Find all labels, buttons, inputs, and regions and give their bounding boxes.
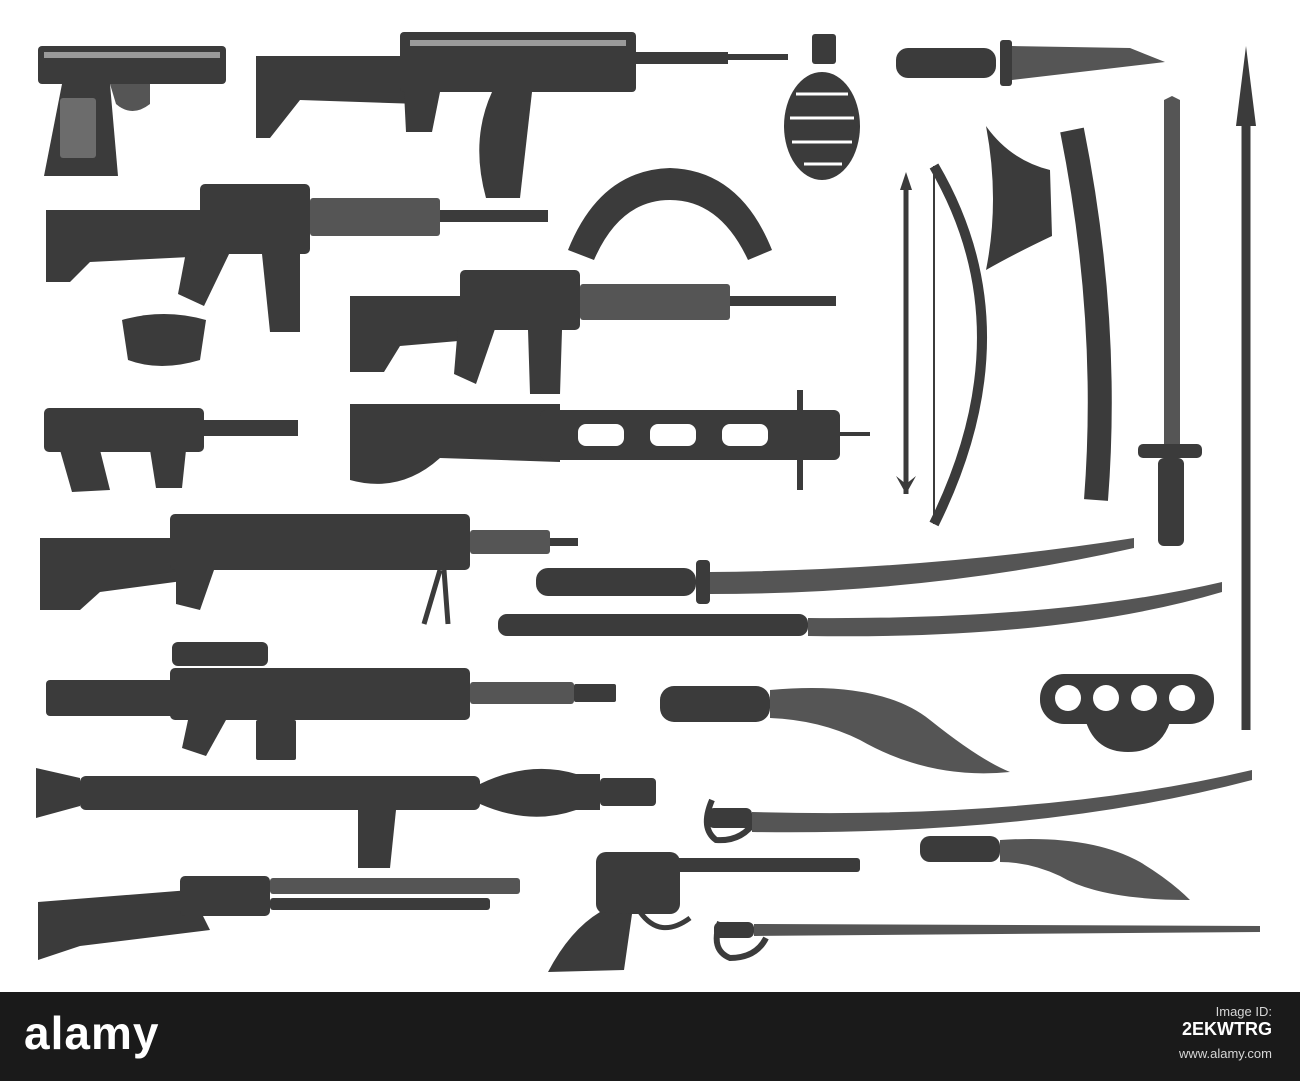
scabbard-sword-icon bbox=[498, 582, 1222, 637]
axe-icon bbox=[986, 126, 1112, 501]
grenade-icon bbox=[784, 34, 860, 180]
image-id-label: Image ID: bbox=[1215, 1004, 1272, 1019]
paintball-gun-icon bbox=[44, 314, 298, 492]
sniper-rifle-icon bbox=[46, 642, 616, 760]
revolver-icon bbox=[548, 852, 860, 972]
rapier-icon bbox=[713, 920, 1260, 962]
spear-icon bbox=[1236, 46, 1256, 730]
assault-rifle-icon bbox=[256, 32, 788, 198]
arrow-icon bbox=[896, 172, 916, 494]
crossbow-icon bbox=[350, 390, 870, 490]
site-url: www.alamy.com bbox=[1179, 1046, 1272, 1061]
stock-meta: Image ID: 2EKWTRG www.alamy.com bbox=[1179, 1004, 1272, 1061]
sword-icon bbox=[1138, 96, 1202, 546]
katana-icon bbox=[536, 538, 1134, 604]
brass-knuckles-icon bbox=[1040, 674, 1214, 752]
shotgun-icon bbox=[38, 876, 520, 960]
machine-gun-icon bbox=[40, 514, 578, 625]
rifle-icon bbox=[350, 270, 836, 394]
weapons-illustration bbox=[36, 32, 1260, 972]
image-id: 2EKWTRG bbox=[1182, 1019, 1272, 1039]
kukri-icon bbox=[660, 686, 1010, 774]
rocket-launcher-icon bbox=[36, 768, 656, 868]
brand-logo: alamy bbox=[24, 1007, 160, 1059]
pistol-icon bbox=[38, 46, 226, 176]
stock-footer: alamy Image ID: 2EKWTRG www.alamy.com bbox=[0, 992, 1300, 1081]
knife-icon bbox=[896, 40, 1165, 86]
carbine-rifle-icon bbox=[46, 184, 548, 332]
machete-icon bbox=[920, 836, 1190, 900]
saber-icon bbox=[703, 770, 1252, 844]
boomerang-icon bbox=[568, 168, 772, 260]
bow-icon bbox=[929, 163, 987, 527]
